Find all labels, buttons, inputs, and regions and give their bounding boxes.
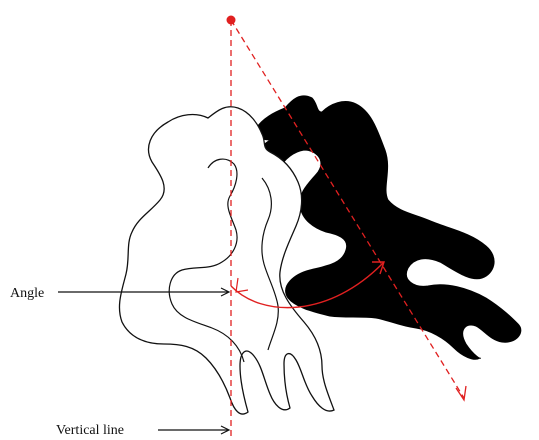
outline-inner-contour-right (261, 177, 279, 351)
angled-line (230, 19, 465, 399)
original-outline-shape (118, 106, 335, 415)
rotated-filled-shape (254, 95, 522, 360)
angle-leader-arrowhead (220, 287, 231, 297)
vertical-line-label: Vertical line (56, 423, 124, 438)
outline-inner-contour-left (168, 158, 245, 363)
pivot-point (226, 15, 236, 25)
angle-arc-arrowhead-left (235, 277, 249, 293)
angle-arc-arrowhead-right (372, 261, 385, 275)
vertical-line-leader-arrowhead (220, 425, 231, 435)
angle-label: Angle (10, 286, 44, 301)
angled-line-arrowhead (455, 385, 467, 402)
angle-arc (230, 261, 385, 309)
